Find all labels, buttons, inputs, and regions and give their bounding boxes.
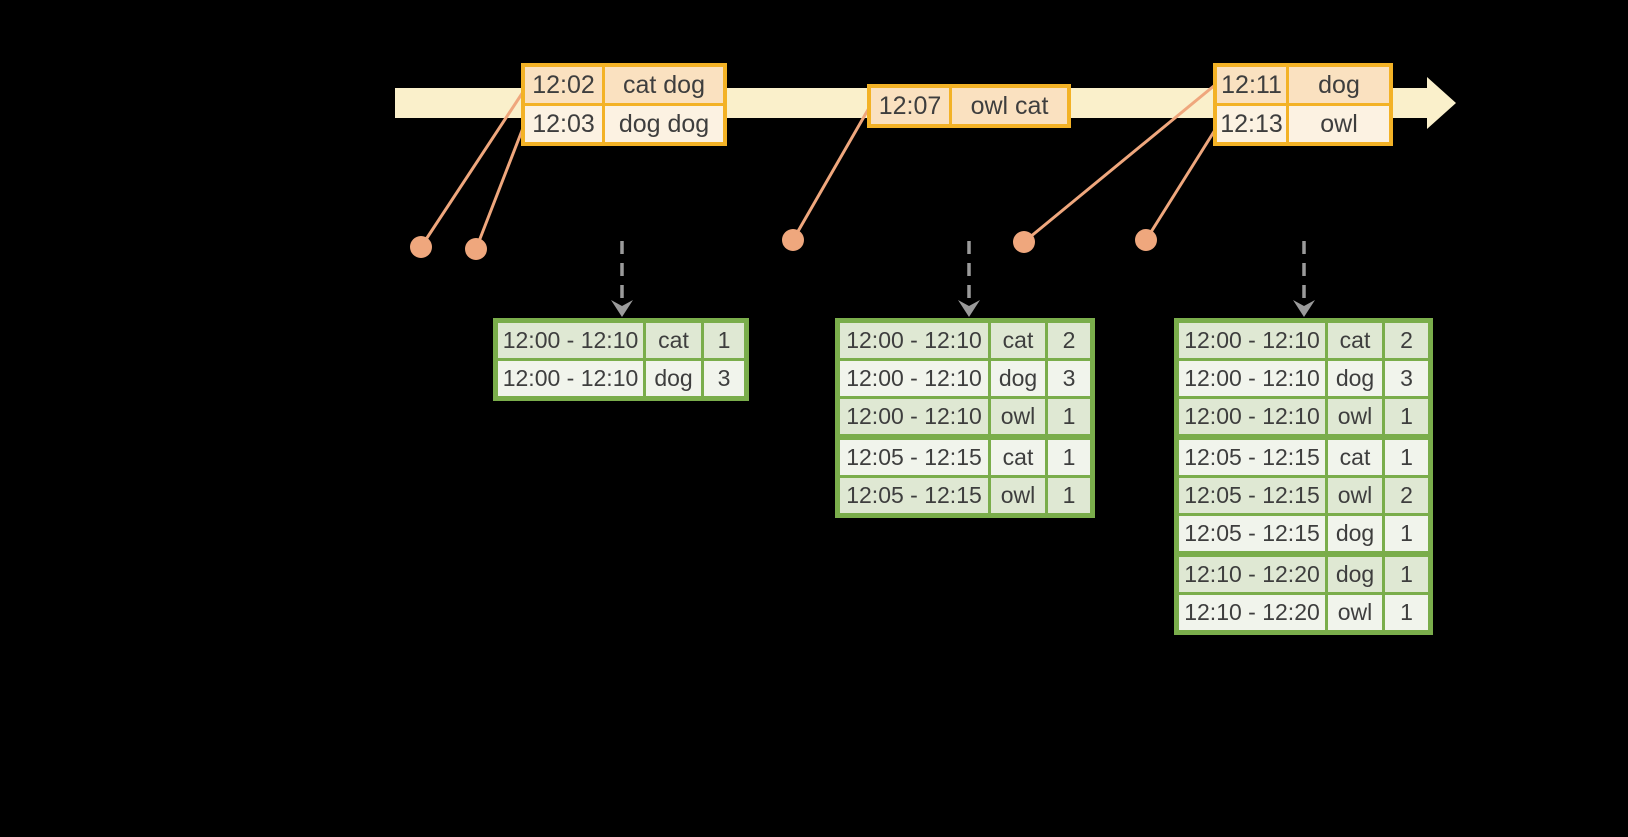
- trigger-arrowhead-icon: [1293, 300, 1315, 317]
- event-time-cell: 12:11: [1217, 67, 1289, 103]
- word-cell: owl: [988, 478, 1045, 513]
- event-dot: [410, 236, 432, 258]
- event-words-cell: dog: [1289, 67, 1389, 103]
- word-cell: owl: [1325, 399, 1382, 434]
- count-cell: 1: [1382, 516, 1428, 551]
- window-cell: 12:05 - 12:15: [1179, 440, 1325, 475]
- window-cell: 12:00 - 12:10: [840, 399, 988, 434]
- window-cell: 12:00 - 12:10: [840, 323, 988, 358]
- connector-line: [1144, 129, 1217, 241]
- word-cell: cat: [1325, 440, 1382, 475]
- word-cell: dog: [988, 361, 1045, 396]
- window-cell: 12:10 - 12:20: [1179, 595, 1325, 630]
- word-cell: dog: [1325, 557, 1382, 592]
- count-cell: 2: [1382, 478, 1428, 513]
- count-cell: 3: [701, 361, 744, 396]
- count-cell: 1: [1045, 399, 1090, 434]
- connector-line: [1023, 83, 1216, 244]
- event-words-cell: cat dog: [605, 67, 723, 103]
- count-cell: 1: [701, 323, 744, 358]
- window-cell: 12:00 - 12:10: [1179, 399, 1325, 434]
- window-cell: 12:05 - 12:15: [1179, 478, 1325, 513]
- event-time-cell: 12:13: [1217, 106, 1289, 142]
- count-cell: 1: [1382, 557, 1428, 592]
- connector-line: [791, 107, 871, 241]
- count-cell: 1: [1382, 399, 1428, 434]
- connector-line: [474, 127, 525, 250]
- word-cell: dog: [643, 361, 701, 396]
- event-dot: [1135, 229, 1157, 251]
- event-words-cell: owl: [1289, 106, 1389, 142]
- word-cell: owl: [988, 399, 1045, 434]
- window-cell: 12:05 - 12:15: [840, 478, 988, 513]
- count-cell: 3: [1045, 361, 1090, 396]
- count-cell: 1: [1045, 440, 1090, 475]
- event-words-cell: owl cat: [952, 88, 1067, 124]
- window-cell: 12:05 - 12:15: [1179, 516, 1325, 551]
- window-cell: 12:00 - 12:10: [840, 361, 988, 396]
- word-cell: cat: [1325, 323, 1382, 358]
- event-dot: [1013, 231, 1035, 253]
- connector-line: [419, 91, 525, 248]
- word-cell: owl: [1325, 595, 1382, 630]
- word-cell: dog: [1325, 516, 1382, 551]
- event-time-cell: 12:03: [525, 106, 605, 142]
- word-cell: cat: [643, 323, 701, 358]
- word-cell: cat: [988, 440, 1045, 475]
- trigger-arrowhead-icon: [611, 300, 633, 317]
- count-cell: 1: [1045, 478, 1090, 513]
- window-cell: 12:05 - 12:15: [840, 440, 988, 475]
- event-dot: [465, 238, 487, 260]
- event-words-cell: dog dog: [605, 106, 723, 142]
- window-cell: 12:00 - 12:10: [498, 361, 643, 396]
- window-cell: 12:10 - 12:20: [1179, 557, 1325, 592]
- count-cell: 2: [1045, 323, 1090, 358]
- event-time-cell: 12:02: [525, 67, 605, 103]
- event-dot: [782, 229, 804, 251]
- word-cell: dog: [1325, 361, 1382, 396]
- count-cell: 2: [1382, 323, 1428, 358]
- count-cell: 1: [1382, 595, 1428, 630]
- word-cell: cat: [988, 323, 1045, 358]
- window-cell: 12:00 - 12:10: [498, 323, 643, 358]
- event-time-cell: 12:07: [871, 88, 952, 124]
- word-cell: owl: [1325, 478, 1382, 513]
- count-cell: 1: [1382, 440, 1428, 475]
- count-cell: 3: [1382, 361, 1428, 396]
- window-cell: 12:00 - 12:10: [1179, 361, 1325, 396]
- window-cell: 12:00 - 12:10: [1179, 323, 1325, 358]
- trigger-arrowhead-icon: [958, 300, 980, 317]
